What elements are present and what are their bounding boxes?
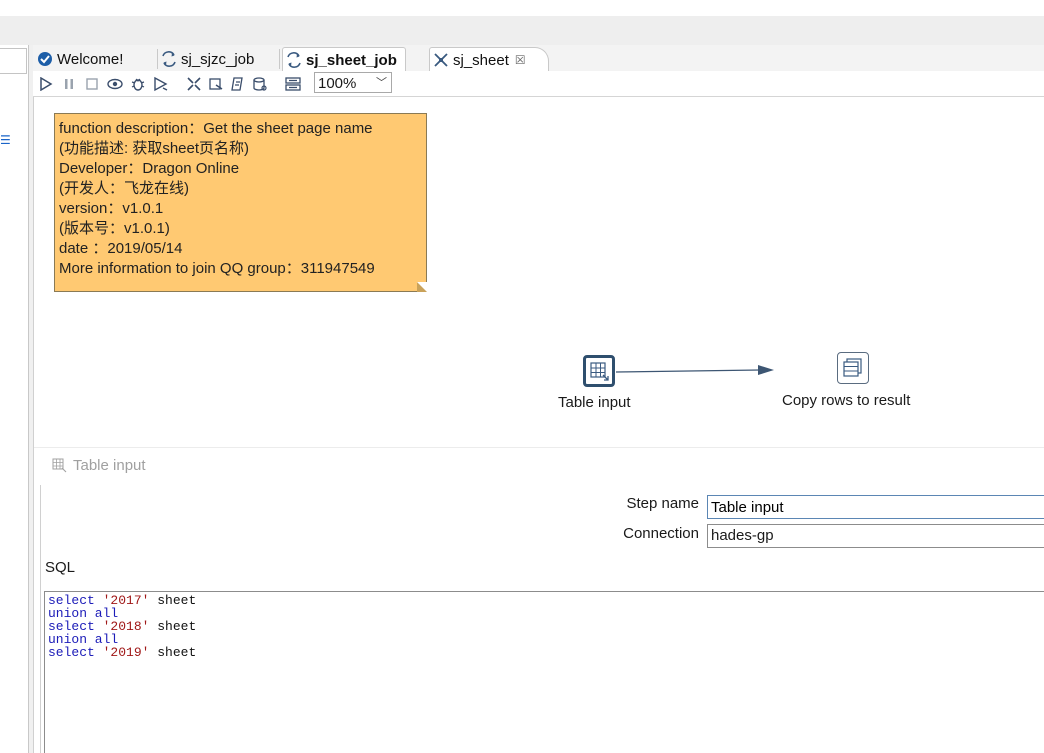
panel-splitter[interactable] — [29, 45, 34, 753]
sql-line: union all — [48, 633, 1044, 646]
sql-line: select '2017' sheet — [48, 594, 1044, 607]
sql-identifier: sheet — [157, 619, 197, 634]
tab-sj-sjzc-job[interactable]: sj_sjzc_job — [161, 47, 254, 71]
note-line: function description：Get the sheet page … — [59, 120, 373, 137]
stop-icon[interactable] — [83, 75, 101, 93]
menu-strip — [0, 16, 1044, 45]
canvas-dialog-divider — [34, 447, 1044, 448]
sql-label: SQL — [45, 559, 76, 576]
copy-rows-icon — [843, 358, 862, 377]
tab-label: sj_sheet_job — [306, 51, 397, 69]
welcome-icon — [38, 52, 52, 66]
close-icon[interactable]: ☒ — [514, 53, 526, 67]
note-line: (开发人：飞龙在线) — [59, 180, 189, 197]
sql-line: union all — [48, 607, 1044, 620]
verify-icon[interactable] — [185, 75, 203, 93]
job-icon — [162, 51, 176, 67]
explore-db-icon[interactable] — [251, 75, 269, 93]
step-name-label: Step name — [626, 495, 699, 512]
hop-line[interactable] — [615, 369, 761, 373]
tab-label: Welcome! — [57, 50, 124, 68]
pause-icon[interactable] — [60, 75, 78, 93]
canvas-note[interactable]: function description：Get the sheet page … — [54, 113, 427, 292]
dialog-left-border — [40, 485, 41, 753]
connection-select[interactable]: hades-gp — [707, 524, 1044, 548]
layout-icon[interactable] — [284, 75, 302, 93]
preview-icon[interactable] — [106, 75, 124, 93]
step-label-copy-rows: Copy rows to result — [782, 392, 911, 409]
editor-tab-bar: Welcome! sj_sjzc_job sj_sheet_job sj_she… — [33, 45, 1044, 73]
hop-arrow-icon — [758, 365, 774, 375]
job-icon — [287, 52, 301, 68]
replay-icon[interactable] — [152, 75, 170, 93]
connection-label: Connection — [623, 525, 699, 542]
tab-sj-sheet[interactable]: sj_sheet ☒ — [429, 47, 549, 72]
sql-editor[interactable]: select '2017' sheet union all select '20… — [44, 591, 1044, 753]
note-line: Developer：Dragon Online — [59, 160, 240, 177]
impact-icon[interactable] — [207, 75, 225, 93]
tab-sj-sheet-job[interactable]: sj_sheet_job — [282, 47, 406, 73]
table-input-icon — [590, 362, 609, 381]
sql-identifier: sheet — [157, 645, 197, 660]
chevron-down-icon: ﹀ — [376, 77, 387, 89]
step-table-input[interactable] — [583, 355, 615, 387]
sql-keyword: union all — [48, 632, 119, 647]
dialog-title: Table input — [52, 457, 146, 474]
transformation-icon — [434, 53, 448, 67]
collapse-icon[interactable]: ☰ — [0, 133, 11, 147]
note-line: More information to join QQ group：311947… — [59, 260, 375, 277]
note-line: (功能描述: 获取sheet页名称) — [59, 140, 250, 157]
title-bar — [0, 0, 1044, 16]
step-name-input[interactable] — [707, 495, 1044, 519]
tab-label: sj_sheet — [453, 51, 509, 69]
sql-string: '2018' — [102, 619, 150, 634]
note-line: version：v1.0.1 — [59, 200, 164, 217]
sql-keyword: select — [48, 593, 95, 608]
table-input-icon — [52, 458, 67, 473]
sql-keyword: select — [48, 619, 95, 634]
canvas-toolbar: 100% ﹀ — [33, 71, 1044, 97]
note-line: date ：2019/05/14 — [59, 240, 183, 257]
sql-identifier: sheet — [157, 593, 197, 608]
step-copy-rows-to-result[interactable] — [837, 352, 869, 384]
zoom-value: 100% — [318, 75, 357, 92]
sql-icon[interactable] — [229, 75, 247, 93]
left-panel: ☰ — [0, 45, 29, 753]
zoom-select[interactable]: 100% ﹀ — [314, 72, 392, 93]
step-label-table-input: Table input — [558, 394, 631, 411]
sql-keyword: select — [48, 645, 95, 660]
sql-line: select '2018' sheet — [48, 620, 1044, 633]
note-line: (版本号：v1.0.1) — [59, 220, 170, 237]
sql-string: '2017' — [102, 593, 150, 608]
note-corner-fold — [417, 282, 427, 292]
sql-string: '2019' — [102, 645, 150, 660]
tab-label: sj_sjzc_job — [181, 50, 255, 68]
run-icon[interactable] — [37, 75, 55, 93]
left-panel-field[interactable] — [0, 48, 27, 74]
sql-line: select '2019' sheet — [48, 646, 1044, 659]
tab-welcome[interactable]: Welcome! — [37, 47, 123, 71]
dialog-title-text: Table input — [73, 457, 146, 474]
sql-keyword: union all — [48, 606, 119, 621]
debug-icon[interactable] — [129, 75, 147, 93]
